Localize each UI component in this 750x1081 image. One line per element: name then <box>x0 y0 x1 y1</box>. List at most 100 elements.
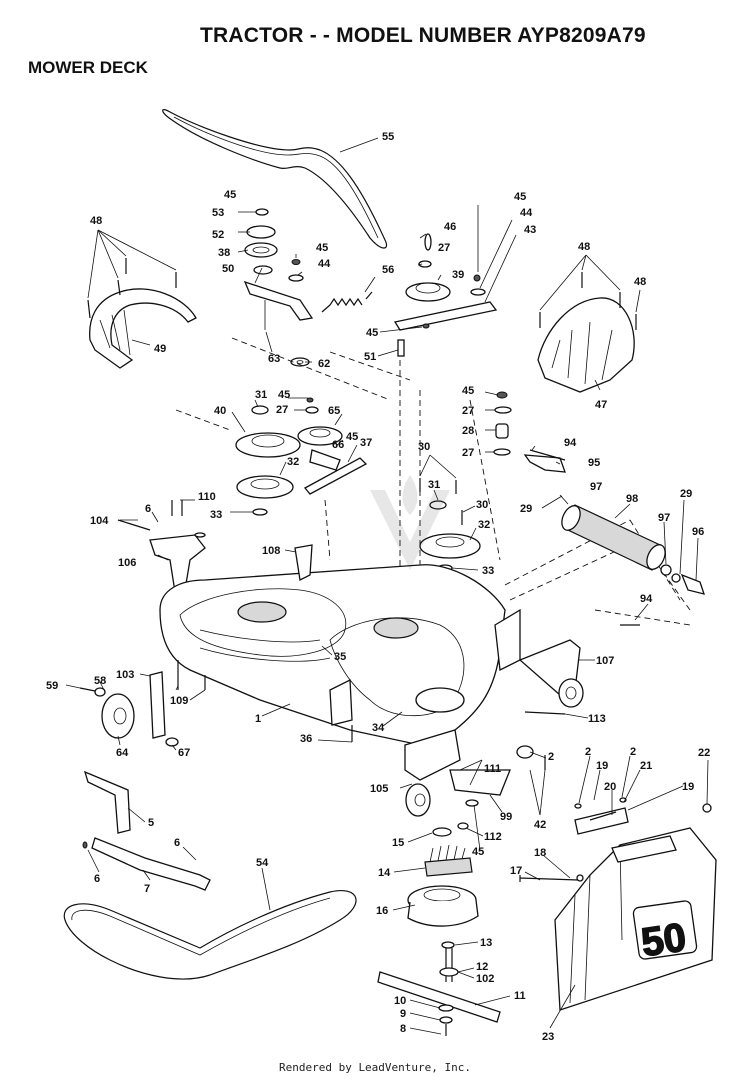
idler-pulley-65[interactable] <box>297 397 343 446</box>
section-title: MOWER DECK <box>28 58 148 77</box>
callout-109: 109 <box>170 695 188 707</box>
callout-48: 48 <box>634 276 646 288</box>
link-7[interactable] <box>91 837 211 891</box>
idler-arm-37[interactable] <box>303 457 368 495</box>
mower-blade-11[interactable] <box>377 971 501 1023</box>
callout-14: 14 <box>378 867 391 879</box>
callout-37: 37 <box>360 437 372 449</box>
callout-99: 99 <box>500 811 512 823</box>
callout-112: 112 <box>484 831 502 843</box>
callout-45: 45 <box>462 385 474 397</box>
callout-94: 94 <box>564 437 577 449</box>
callout-23: 23 <box>542 1031 554 1043</box>
callout-6: 6 <box>145 503 151 515</box>
callout-54: 54 <box>256 857 269 869</box>
spring-56[interactable] <box>321 291 373 313</box>
callout-48: 48 <box>578 241 590 253</box>
idler-pulley-39[interactable] <box>405 233 451 302</box>
callout-45: 45 <box>514 191 526 203</box>
bracket-5[interactable] <box>83 770 131 834</box>
gauge-wheel-58[interactable] <box>79 687 135 739</box>
callout-30: 30 <box>418 441 430 453</box>
pulley-stack-upper-left[interactable] <box>244 208 278 275</box>
spindle-housing-14[interactable] <box>424 844 473 877</box>
callout-97: 97 <box>590 481 602 493</box>
screws-48-left[interactable] <box>87 258 177 319</box>
callout-44: 44 <box>318 258 331 270</box>
belt-55[interactable] <box>162 108 388 249</box>
callout-27: 27 <box>438 242 450 254</box>
callout-36: 36 <box>300 733 312 745</box>
idler-arm-43[interactable] <box>393 301 498 331</box>
callout-2: 2 <box>548 751 554 763</box>
callout-34: 34 <box>372 722 385 734</box>
callout-32: 32 <box>478 519 490 531</box>
callout-7: 7 <box>144 883 150 895</box>
callout-29: 29 <box>680 488 692 500</box>
callout-52: 52 <box>212 229 224 241</box>
callout-53: 53 <box>212 207 224 219</box>
rod-17[interactable] <box>519 875 579 882</box>
callout-39: 39 <box>452 269 464 281</box>
callout-33: 33 <box>482 565 494 577</box>
callout-42: 42 <box>534 819 546 831</box>
spindle-pulley-40[interactable] <box>235 405 301 516</box>
footer-credit: Rendered by LeadVenture, Inc. <box>278 1061 472 1074</box>
callout-2: 2 <box>585 746 591 758</box>
callout-106: 106 <box>118 557 136 569</box>
callout-45: 45 <box>278 389 290 401</box>
callout-21: 21 <box>640 760 652 772</box>
screws-48-right[interactable] <box>539 272 637 330</box>
callout-49: 49 <box>154 343 166 355</box>
callout-22: 22 <box>698 747 710 759</box>
callout-28: 28 <box>462 425 474 437</box>
belt-cover-47[interactable] <box>537 297 635 393</box>
callout-59: 59 <box>46 680 58 692</box>
callout-96: 96 <box>692 526 704 538</box>
callout-56: 56 <box>382 264 394 276</box>
callout-94: 94 <box>640 593 653 605</box>
callout-45: 45 <box>346 431 358 443</box>
callout-110: 110 <box>198 491 216 503</box>
bracket-108[interactable] <box>294 544 313 581</box>
discharge-chute-23[interactable] <box>554 827 717 1011</box>
callout-50: 50 <box>222 263 234 275</box>
callout-111: 111 <box>484 763 501 775</box>
front-bracket-105[interactable] <box>404 729 461 781</box>
callout-102: 102 <box>476 973 494 985</box>
hinge-bracket-20[interactable] <box>574 807 629 835</box>
callout-104: 104 <box>90 515 109 527</box>
spindle-shaft-13[interactable] <box>439 941 459 982</box>
callout-46: 46 <box>444 221 456 233</box>
callout-27: 27 <box>276 404 288 416</box>
callout-13: 13 <box>480 937 492 949</box>
front-wheel-105[interactable] <box>405 783 431 817</box>
height-plate-103[interactable] <box>149 671 166 739</box>
callout-113: 113 <box>588 713 606 725</box>
bolts-110[interactable] <box>171 500 206 538</box>
decal-50: 50 <box>639 915 689 965</box>
spindle-housing-16[interactable] <box>407 885 479 927</box>
belt-cover-49[interactable] <box>89 288 197 369</box>
callout-47: 47 <box>595 399 607 411</box>
callout-48: 48 <box>90 215 102 227</box>
belt-54[interactable] <box>63 890 357 980</box>
mower-deck-1[interactable] <box>159 564 521 746</box>
callout-16: 16 <box>376 905 388 917</box>
callout-9: 9 <box>400 1008 406 1020</box>
callout-1: 1 <box>255 713 261 725</box>
callout-55: 55 <box>382 131 394 143</box>
callout-18: 18 <box>534 847 546 859</box>
callout-45: 45 <box>366 327 378 339</box>
callout-32: 32 <box>287 456 299 468</box>
callout-43: 43 <box>524 224 536 236</box>
callout-44: 44 <box>520 207 533 219</box>
idler-bracket-50[interactable] <box>243 280 314 321</box>
gauge-wheel-107[interactable] <box>558 678 584 708</box>
anti-scalp-roller-98[interactable] <box>558 503 705 595</box>
callout-98: 98 <box>626 493 638 505</box>
callout-20: 20 <box>604 781 616 793</box>
callout-107: 107 <box>596 655 614 667</box>
callout-105: 105 <box>370 783 388 795</box>
